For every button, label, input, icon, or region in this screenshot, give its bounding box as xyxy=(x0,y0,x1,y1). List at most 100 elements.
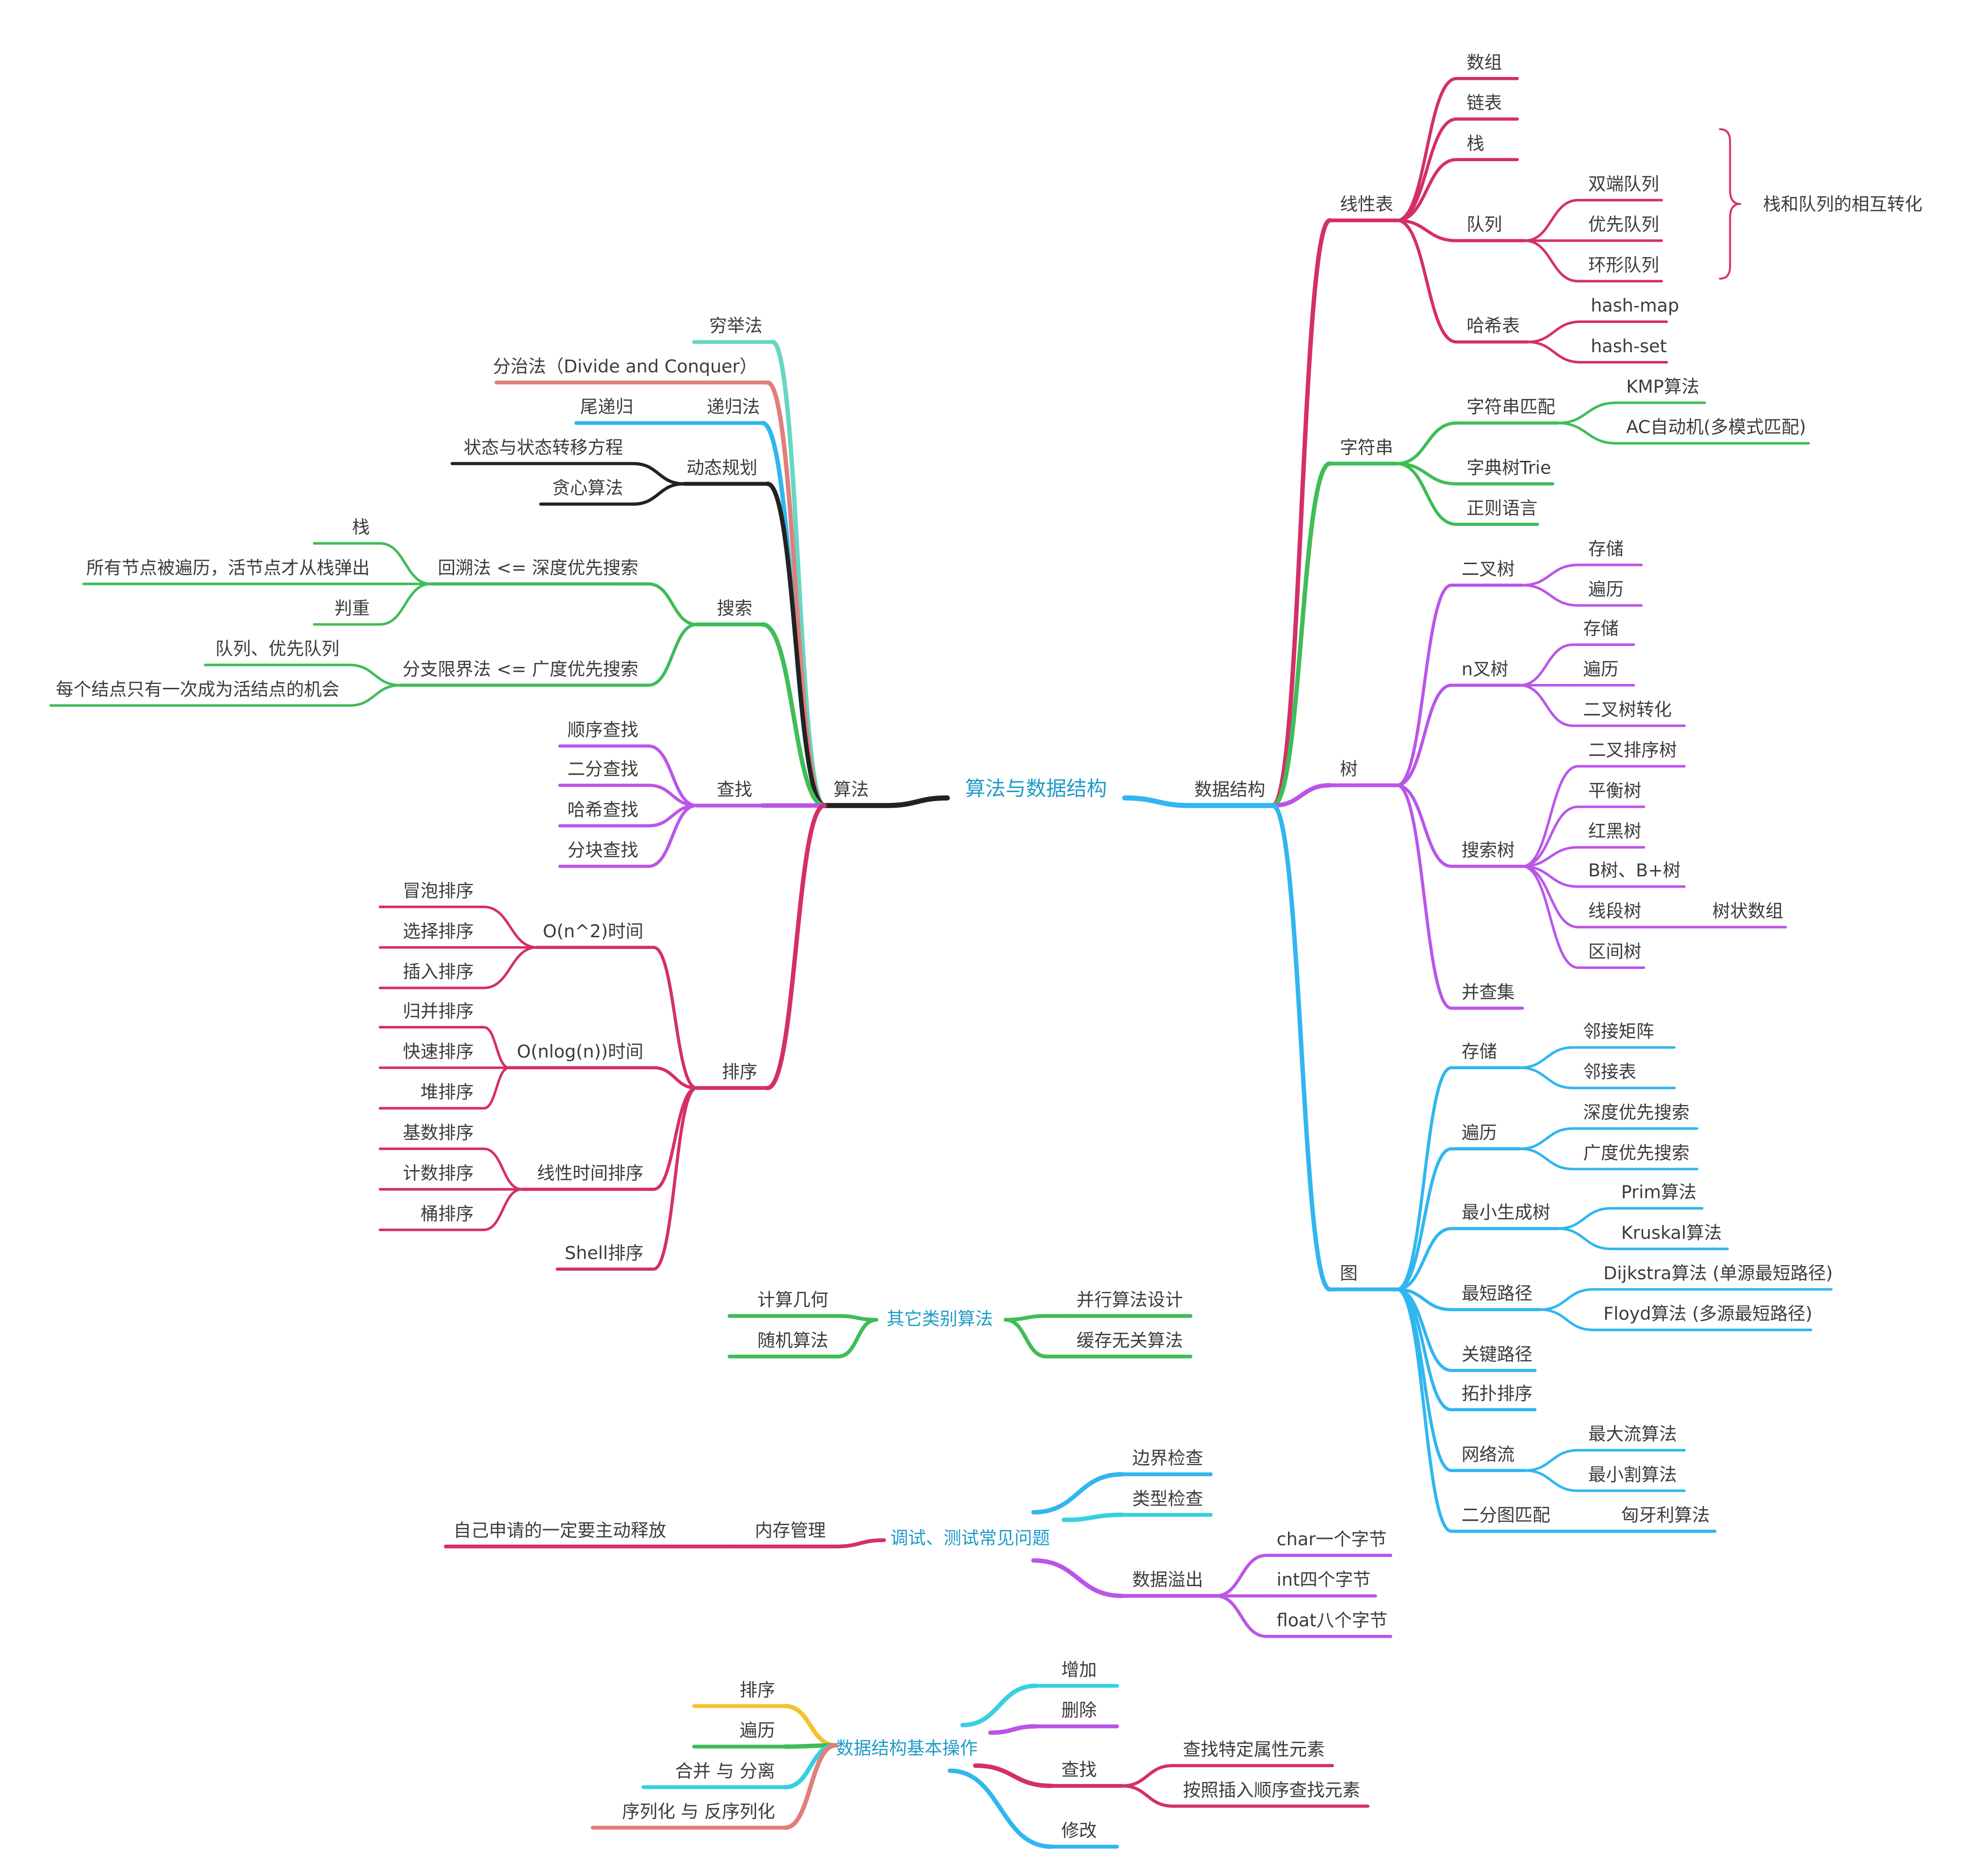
node-ops-add[interactable]: 增加 xyxy=(1061,1659,1097,1680)
node-ops-find-items-1[interactable]: 按照插入顺序查找元素 xyxy=(1183,1780,1360,1800)
node-free-memory[interactable]: 自己申请的一定要主动释放 xyxy=(454,1520,666,1541)
node-linear-list[interactable]: 线性表 xyxy=(1340,194,1393,215)
node-ops-left-3[interactable]: 序列化 与 反序列化 xyxy=(622,1801,775,1822)
node-data-structures-graph-shortest-items-1[interactable]: Floyd算法 (多源最短路径) xyxy=(1604,1303,1813,1324)
center-title[interactable]: 算法与数据结构 xyxy=(965,777,1107,800)
node-data-structures-graph-topo-sort[interactable]: 拓扑排序 xyxy=(1461,1383,1532,1404)
node-algorithms-search-branch-bound-label[interactable]: 分支限界法 <= 广度优先搜索 xyxy=(402,659,638,680)
node-data-structures-tree-union-find[interactable]: 并查集 xyxy=(1461,982,1514,1003)
node-data-structures-graph-traversal-items-0[interactable]: 深度优先搜索 xyxy=(1583,1102,1689,1123)
node-hungarian[interactable]: 匈牙利算法 xyxy=(1621,1505,1710,1526)
node-other-left-0[interactable]: 计算几何 xyxy=(757,1289,829,1310)
node-algorithms-sorting-nlogn-items-2[interactable]: 堆排序 xyxy=(420,1081,473,1102)
node-algorithms-sorting-n2-items-2[interactable]: 插入排序 xyxy=(403,961,474,982)
node-data-structures-graph-storage-items-1[interactable]: 邻接表 xyxy=(1583,1061,1636,1082)
node-algorithms-sorting-n2-items-1[interactable]: 选择排序 xyxy=(403,921,474,942)
node-data-structures-tree-search-tree-items-5[interactable]: 区间树 xyxy=(1588,941,1641,962)
node-data-structures-graph-network-flow-items-0[interactable]: 最大流算法 xyxy=(1588,1423,1677,1444)
node-ops-left-1[interactable]: 遍历 xyxy=(739,1720,775,1741)
node-data-structures-graph-critical-path[interactable]: 关键路径 xyxy=(1461,1344,1532,1364)
node-data-structures-graph-shortest-label[interactable]: 最短路径 xyxy=(1461,1283,1532,1304)
node-data-structures-linear-stack[interactable]: 栈 xyxy=(1467,133,1484,154)
node-data-structures-graph-traversal-label[interactable]: 遍历 xyxy=(1461,1122,1497,1143)
node-algorithms-search-backtracking-stack[interactable]: 栈 xyxy=(352,517,370,538)
node-ops-delete[interactable]: 删除 xyxy=(1061,1700,1097,1721)
branch-data-structures[interactable]: 数据结构 xyxy=(1194,779,1266,800)
node-data-structures-linear-hash-items-1[interactable]: hash-set xyxy=(1591,336,1667,357)
node-algorithms-sorting-nlogn-items-1[interactable]: 快速排序 xyxy=(403,1041,474,1062)
node-algorithms-sorting-n2-label[interactable]: O(n^2)时间 xyxy=(543,921,643,942)
node-algorithms-dp-states[interactable]: 状态与状态转移方程 xyxy=(464,437,624,458)
node-data-structures-tree-search-tree-items-4[interactable]: 线段树 xyxy=(1588,900,1641,921)
node-tree[interactable]: 树 xyxy=(1340,758,1358,779)
node-algorithms-sorting-nlogn-items-0[interactable]: 归并排序 xyxy=(403,1001,474,1022)
node-graph[interactable]: 图 xyxy=(1340,1263,1358,1284)
node-debug-overflow-items-1[interactable]: int四个字节 xyxy=(1277,1569,1371,1590)
node-ops-modify[interactable]: 修改 xyxy=(1061,1820,1097,1841)
node-algorithms-sorting-label[interactable]: 排序 xyxy=(722,1061,757,1082)
node-algorithms-lookup-items-3[interactable]: 分块查找 xyxy=(567,840,639,861)
node-data-structures-linear-queue-items-2[interactable]: 环形队列 xyxy=(1588,254,1659,275)
node-debug-overflow-items-2[interactable]: float八个字节 xyxy=(1277,1610,1387,1630)
node-data-structures-tree-nary-label[interactable]: n叉树 xyxy=(1461,659,1508,680)
node-data-structures-tree-search-tree-items-0[interactable]: 二叉排序树 xyxy=(1588,739,1677,760)
node-ops-find-items-0[interactable]: 查找特定属性元素 xyxy=(1183,1739,1324,1760)
node-recursion[interactable]: 递归法 xyxy=(707,397,760,417)
node-data-structures-graph-storage-label[interactable]: 存储 xyxy=(1461,1041,1497,1062)
node-data-structures-linear-hash-items-0[interactable]: hash-map xyxy=(1591,295,1679,316)
node-data-structures-graph-network-flow-items-1[interactable]: 最小割算法 xyxy=(1588,1464,1677,1485)
node-other-left-1[interactable]: 随机算法 xyxy=(757,1330,829,1351)
brace-note[interactable]: 栈和队列的相互转化 xyxy=(1763,194,1923,215)
node-data-structures-string-matching-label[interactable]: 字符串匹配 xyxy=(1467,397,1555,417)
node-debug-memory-label[interactable]: 内存管理 xyxy=(755,1520,826,1541)
node-data-structures-tree-search-tree-items-1[interactable]: 平衡树 xyxy=(1588,780,1641,801)
node-data-structures-graph-mst-label[interactable]: 最小生成树 xyxy=(1461,1202,1550,1223)
node-fenwick-tree[interactable]: 树状数组 xyxy=(1712,900,1783,921)
ops-title[interactable]: 数据结构基本操作 xyxy=(836,1738,978,1759)
node-data-structures-linear-queue-label[interactable]: 队列 xyxy=(1467,214,1502,235)
node-data-structures-tree-search-tree-items-2[interactable]: 红黑树 xyxy=(1588,821,1641,842)
node-data-structures-tree-nary-items-1[interactable]: 遍历 xyxy=(1583,659,1619,680)
node-data-structures-linear-queue-items-1[interactable]: 优先队列 xyxy=(1588,214,1659,235)
node-data-structures-linear-linked-list[interactable]: 链表 xyxy=(1467,93,1502,114)
node-algorithms-search-branch-bound-active-rule[interactable]: 每个结点只有一次成为活结点的机会 xyxy=(56,679,340,700)
node-data-structures-tree-search-tree-label[interactable]: 搜索树 xyxy=(1461,840,1514,861)
node-tail-recursion[interactable]: 尾递归 xyxy=(580,397,633,417)
node-algorithms-exhaustive[interactable]: 穷举法 xyxy=(709,315,762,336)
node-data-structures-linear-queue-items-0[interactable]: 双端队列 xyxy=(1588,173,1659,194)
node-data-structures-tree-binary-items-0[interactable]: 存储 xyxy=(1588,538,1624,559)
node-data-structures-linear-array[interactable]: 数组 xyxy=(1467,52,1502,73)
node-data-structures-graph-traversal-items-1[interactable]: 广度优先搜索 xyxy=(1583,1142,1689,1163)
node-algorithms-sorting-nlogn-label[interactable]: O(nlog(n))时间 xyxy=(517,1041,643,1062)
node-data-structures-string-matching-items-1[interactable]: AC自动机(多模式匹配) xyxy=(1626,417,1806,437)
node-other-right-0[interactable]: 并行算法设计 xyxy=(1077,1289,1183,1310)
node-data-structures-graph-network-flow-label[interactable]: 网络流 xyxy=(1461,1444,1514,1465)
node-algorithms-lookup-items-0[interactable]: 顺序查找 xyxy=(567,720,639,740)
node-algorithms-lookup-items-2[interactable]: 哈希查找 xyxy=(567,799,639,820)
node-algorithms-dp-label[interactable]: 动态规划 xyxy=(686,457,757,478)
node-ops-find-label[interactable]: 查找 xyxy=(1061,1759,1097,1780)
node-algorithms-lookup-label[interactable]: 查找 xyxy=(717,779,753,800)
node-algorithms-search-backtracking-dedup[interactable]: 判重 xyxy=(334,598,370,619)
node-algorithms-divide-conquer[interactable]: 分治法（Divide and Conquer） xyxy=(493,356,757,377)
node-debug-bounds[interactable]: 边界检查 xyxy=(1132,1448,1203,1469)
node-algorithms-sorting-linear-label[interactable]: 线性时间排序 xyxy=(537,1163,643,1184)
node-algorithms-sorting-n2-items-0[interactable]: 冒泡排序 xyxy=(403,880,474,901)
node-algorithms-lookup-items-1[interactable]: 二分查找 xyxy=(567,758,639,779)
node-algorithms-sorting-linear-items-0[interactable]: 基数排序 xyxy=(403,1122,474,1143)
node-data-structures-tree-binary-label[interactable]: 二叉树 xyxy=(1461,558,1514,579)
debug-title[interactable]: 调试、测试常见问题 xyxy=(890,1527,1050,1548)
node-data-structures-tree-nary-items-0[interactable]: 存储 xyxy=(1583,618,1619,639)
node-data-structures-graph-mst-items-0[interactable]: Prim算法 xyxy=(1621,1182,1697,1203)
node-string[interactable]: 字符串 xyxy=(1340,437,1393,458)
node-algorithms-search-backtracking-label[interactable]: 回溯法 <= 深度优先搜索 xyxy=(438,557,639,578)
node-data-structures-tree-search-tree-items-3[interactable]: B树、B+树 xyxy=(1588,860,1681,881)
node-data-structures-string-matching-items-0[interactable]: KMP算法 xyxy=(1626,376,1699,397)
node-data-structures-linear-hash-label[interactable]: 哈希表 xyxy=(1467,315,1520,336)
node-algorithms-sorting-linear-items-1[interactable]: 计数排序 xyxy=(403,1163,474,1184)
node-algorithms-dp-greedy[interactable]: 贪心算法 xyxy=(552,477,624,498)
node-data-structures-graph-shortest-items-0[interactable]: Dijkstra算法 (单源最短路径) xyxy=(1604,1263,1833,1284)
node-data-structures-string-trie[interactable]: 字典树Trie xyxy=(1467,457,1551,478)
node-algorithms-search-branch-bound-queue[interactable]: 队列、优先队列 xyxy=(215,638,340,659)
node-algorithms-search-label[interactable]: 搜索 xyxy=(717,598,753,619)
